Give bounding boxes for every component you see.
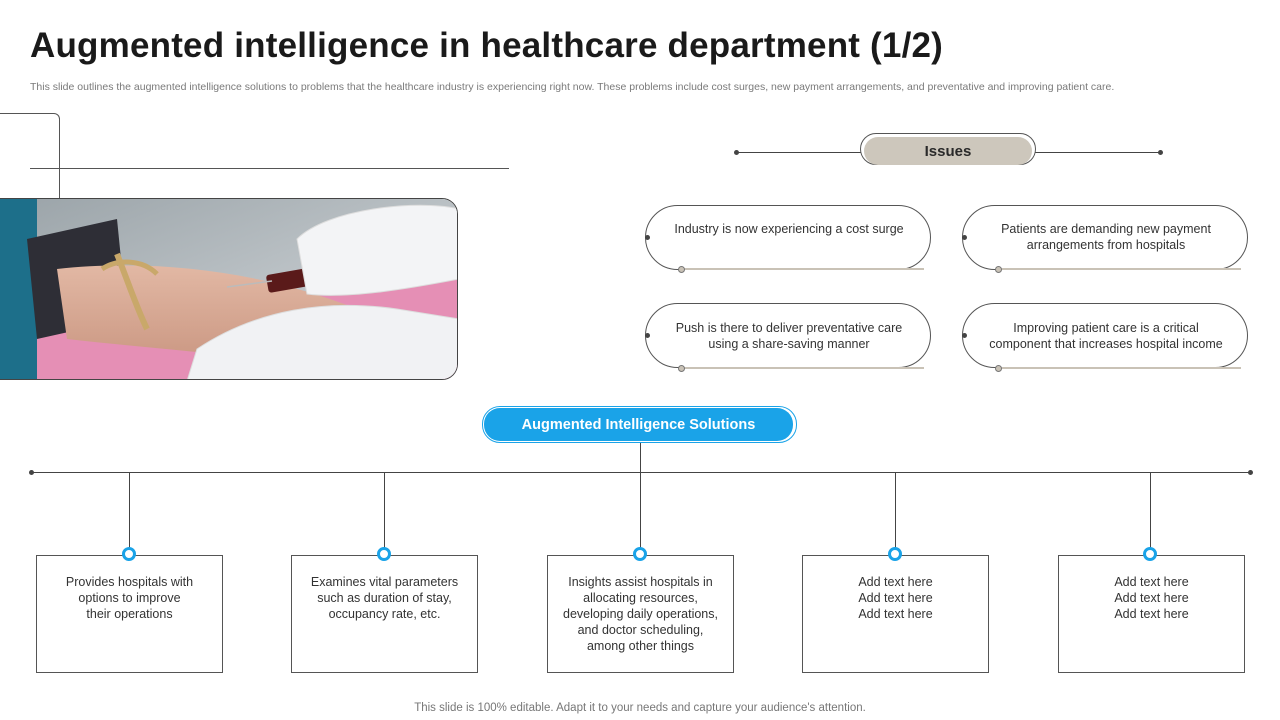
- connector-line: [384, 472, 385, 548]
- connector-line: [640, 443, 641, 472]
- solution-box: Examines vital parameters such as durati…: [291, 555, 478, 673]
- solution-box: Insights assist hospitals in allocating …: [547, 555, 734, 673]
- solution-ring-marker: [122, 547, 136, 561]
- solution-line: allocating resources,: [558, 590, 723, 606]
- solution-box: Add text here Add text here Add text her…: [1058, 555, 1245, 673]
- issue-underline: [684, 367, 924, 369]
- issues-header: Issues: [864, 137, 1032, 165]
- connector-line: [1150, 472, 1151, 548]
- issue-underline: [684, 268, 924, 270]
- line-end-dot: [1248, 470, 1253, 475]
- issue-marker: [995, 266, 1002, 273]
- issue-marker: [678, 266, 685, 273]
- solution-ring-marker: [377, 547, 391, 561]
- solution-line: developing daily operations,: [558, 606, 723, 622]
- slide-title: Augmented intelligence in healthcare dep…: [30, 26, 943, 66]
- issue-underline: [1001, 268, 1241, 270]
- issue-card: [645, 205, 931, 270]
- solution-box: Provides hospitals with options to impro…: [36, 555, 223, 673]
- connector-line: [640, 472, 641, 548]
- solution-line: Add text here: [813, 606, 978, 622]
- issue-text: Industry is now experiencing a cost surg…: [674, 221, 904, 237]
- blood-draw-illustration: [0, 199, 458, 380]
- solution-line: Add text here: [813, 590, 978, 606]
- solution-line: Examines vital parameters: [302, 574, 467, 590]
- slide-footer: This slide is 100% editable. Adapt it to…: [0, 702, 1280, 714]
- solution-line: occupancy rate, etc.: [302, 606, 467, 622]
- solution-line: Add text here: [813, 574, 978, 590]
- connector-line: [895, 472, 896, 548]
- solution-ring-marker: [1143, 547, 1157, 561]
- issue-underline: [1001, 367, 1241, 369]
- slide-subtitle: This slide outlines the augmented intell…: [30, 80, 1250, 94]
- line-end-dot: [29, 470, 34, 475]
- solution-line: Add text here: [1069, 606, 1234, 622]
- issue-dot: [645, 333, 650, 338]
- line-end-dot: [1158, 150, 1163, 155]
- issue-text: Improving patient care is a critical com…: [981, 320, 1231, 352]
- issue-dot: [645, 235, 650, 240]
- issue-text: Patients are demanding new payment arran…: [991, 221, 1221, 253]
- solution-box: Add text here Add text here Add text her…: [802, 555, 989, 673]
- divider-line: [30, 168, 509, 169]
- blood-draw-photo: [0, 198, 458, 380]
- line-end-dot: [734, 150, 739, 155]
- issue-dot: [962, 235, 967, 240]
- solution-line: among other things: [558, 638, 723, 654]
- solution-line: and doctor scheduling,: [558, 622, 723, 638]
- solution-line: their operations: [47, 606, 212, 622]
- connector-line: [129, 472, 130, 548]
- solution-ring-marker: [888, 547, 902, 561]
- issue-dot: [962, 333, 967, 338]
- solution-line: such as duration of stay,: [302, 590, 467, 606]
- solution-line: Insights assist hospitals in: [558, 574, 723, 590]
- issue-marker: [995, 365, 1002, 372]
- issue-marker: [678, 365, 685, 372]
- issue-text: Push is there to deliver preventative ca…: [674, 320, 904, 352]
- solution-line: options to improve: [47, 590, 212, 606]
- solution-line: Add text here: [1069, 590, 1234, 606]
- solutions-header: Augmented Intelligence Solutions: [484, 408, 793, 441]
- solution-line: Add text here: [1069, 574, 1234, 590]
- solution-line: Provides hospitals with: [47, 574, 212, 590]
- solution-ring-marker: [633, 547, 647, 561]
